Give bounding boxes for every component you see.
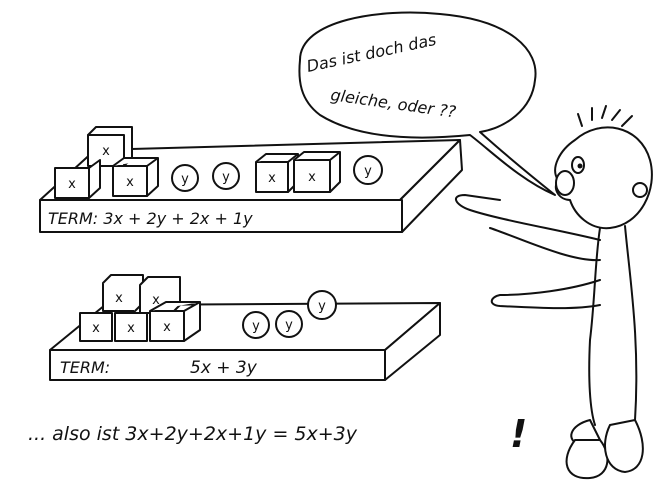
svg-text:x: x [92, 321, 100, 336]
svg-text:x: x [163, 320, 171, 335]
top-balls: y y y [171, 155, 383, 192]
ball: y [275, 310, 303, 338]
cube: x [79, 312, 113, 342]
ball: y [353, 155, 383, 185]
svg-text:x: x [268, 171, 276, 186]
svg-text:y: y [285, 318, 293, 333]
svg-text:x: x [127, 321, 135, 336]
svg-text:x: x [102, 144, 110, 159]
top-term: TERM: 3x + 2y + 2x + 1y [48, 209, 253, 228]
ball: y [242, 311, 270, 339]
cube: x [102, 274, 144, 312]
ball: y [171, 164, 199, 192]
conclusion-text: ... also ist 3x+2y+2x+1y = 5x+3y [28, 423, 358, 445]
bottom-balls: y y y [242, 290, 337, 339]
speech-bubble: Das ist doch das gleiche, oder ?? [298, 11, 556, 196]
svg-text:x: x [115, 291, 123, 306]
bottom-cubes: x x x x x [79, 274, 201, 342]
svg-text:y: y [222, 170, 230, 185]
cube: x [112, 157, 159, 197]
svg-text:y: y [364, 164, 372, 179]
top-cubes: x x x x x [54, 126, 341, 199]
bottom-term-label: TERM: [60, 358, 110, 377]
svg-text:x: x [68, 177, 76, 192]
exclamation-mark: ! [510, 412, 527, 456]
svg-text:y: y [181, 172, 189, 187]
bottom-term-value: 5x + 3y [190, 358, 258, 378]
svg-text:x: x [126, 175, 134, 190]
cartoon-character [455, 105, 653, 480]
cube: x [87, 126, 133, 167]
svg-text:y: y [318, 299, 326, 314]
ball: y [307, 290, 337, 320]
ball: y [212, 162, 240, 190]
cube: x [54, 159, 101, 199]
top-shelf: TERM: 3x + 2y + 2x + 1y [39, 139, 463, 233]
cube: x [149, 301, 201, 342]
svg-text:y: y [252, 319, 260, 334]
cube: x [114, 312, 148, 342]
svg-text:x: x [308, 170, 316, 185]
svg-text:x: x [152, 293, 160, 308]
cube: x [293, 151, 341, 193]
cube: x [255, 153, 299, 193]
